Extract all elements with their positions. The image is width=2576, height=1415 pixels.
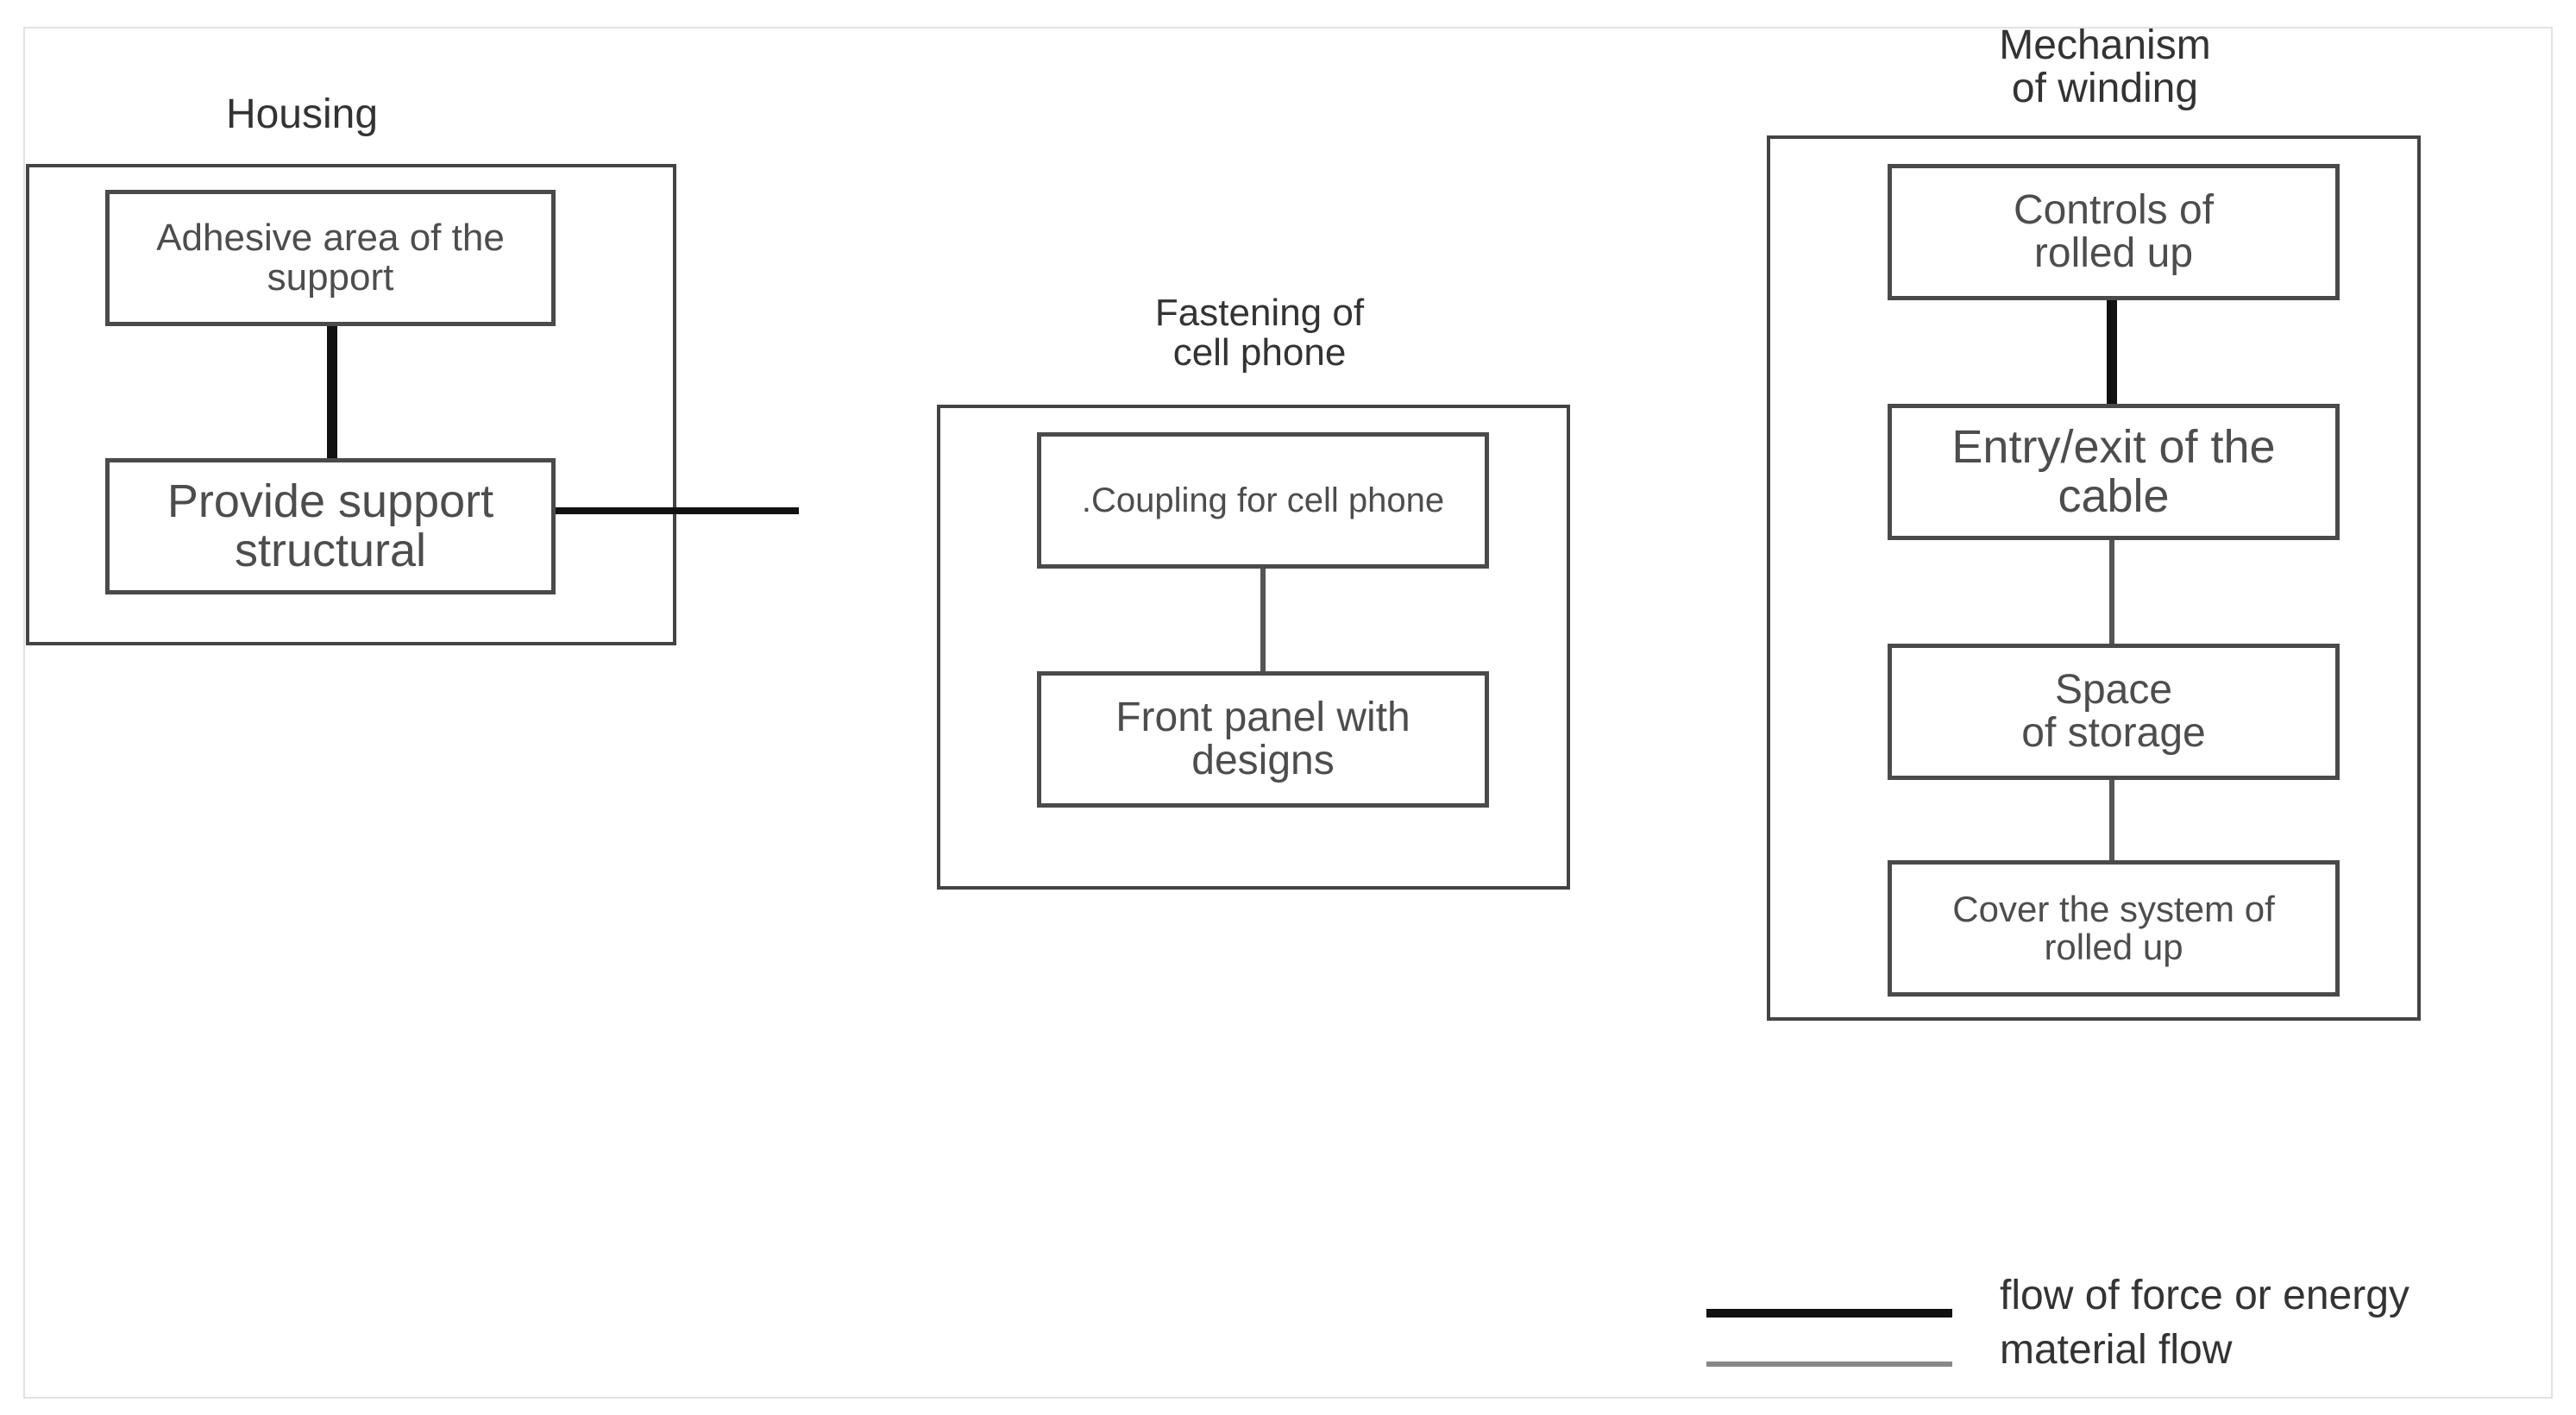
- force-line-housing: [327, 326, 337, 458]
- housing-title: Housing: [225, 91, 379, 137]
- force-line-winding: [2107, 300, 2117, 404]
- adhesive-area-label: Adhesive area of the support: [156, 216, 505, 299]
- fastening-title: Fastening of cell phone: [1154, 292, 1365, 374]
- legend-force-label: flow of force or energy: [2000, 1273, 2410, 1318]
- adhesive-area-box: Adhesive area of the support: [105, 190, 556, 326]
- coupling-box: .Coupling for cell phone: [1037, 432, 1489, 569]
- force-line-housing-out: [556, 507, 799, 514]
- legend-force-line: [1706, 1309, 1952, 1318]
- controls-box: Controls of rolled up: [1888, 164, 2340, 300]
- cover-system-box: Cover the system of rolled up: [1888, 860, 2340, 997]
- fastening-group: [937, 405, 1570, 890]
- winding-group: [1767, 135, 2421, 1021]
- diagram-frame: [23, 27, 2553, 1399]
- storage-space-box: Space of storage: [1888, 644, 2340, 780]
- provide-support-label: Provide support structural: [166, 475, 494, 576]
- storage-space-label: Space of storage: [2021, 666, 2206, 756]
- controls-label: Controls of rolled up: [2013, 186, 2215, 276]
- housing-group: [26, 164, 676, 645]
- legend-material-line: [1706, 1362, 1952, 1367]
- winding-title: Mechanism of winding: [1999, 22, 2211, 112]
- material-line-fastening: [1260, 569, 1266, 671]
- material-line-winding-1: [2109, 540, 2114, 644]
- legend-material-label: material flow: [2000, 1327, 2233, 1373]
- coupling-label: .Coupling for cell phone: [1081, 481, 1445, 519]
- provide-support-box: Provide support structural: [105, 458, 556, 594]
- entry-exit-label: Entry/exit of the cable: [1951, 421, 2276, 522]
- material-line-winding-2: [2109, 780, 2114, 860]
- front-panel-box: Front panel with designs: [1037, 671, 1489, 808]
- entry-exit-box: Entry/exit of the cable: [1888, 404, 2340, 540]
- cover-system-label: Cover the system of rolled up: [1952, 888, 2275, 967]
- front-panel-label: Front panel with designs: [1115, 694, 1411, 783]
